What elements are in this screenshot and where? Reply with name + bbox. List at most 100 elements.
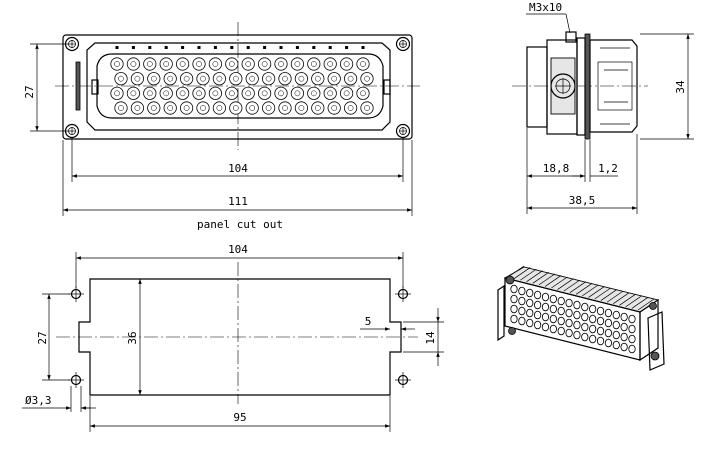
iso-contact-pin (604, 318, 613, 328)
contact-pin (196, 72, 210, 86)
iso-contact-pin (518, 306, 526, 316)
iso-contact-pin (573, 300, 581, 310)
contact-pin-socket (183, 105, 190, 111)
pin-number-mark (230, 46, 234, 49)
contact-pin-socket (183, 75, 190, 82)
pin-number-mark (164, 46, 168, 49)
iso-contact-pin (581, 332, 589, 342)
contact-pin-socket (282, 105, 288, 111)
mounting-hole-icon (395, 372, 411, 388)
contact-pin (126, 57, 140, 71)
iso-contact-pin (541, 312, 550, 322)
contact-pin-socket (163, 90, 170, 97)
panel-cut-out-label: panel cut out (197, 218, 283, 231)
front-height-dim: 27 (23, 85, 36, 98)
contact-pin-socket (200, 75, 206, 82)
iso-contact-pin (518, 296, 526, 306)
contact-pin-socket (314, 75, 321, 82)
contact-pin (307, 86, 321, 100)
contact-pin (180, 72, 194, 86)
pin-number-mark (279, 46, 283, 49)
contact-pin-socket (196, 90, 202, 97)
contact-pin-socket (196, 61, 202, 67)
cutout-height-dim: 36 (126, 331, 139, 344)
connector-isometric-view (497, 265, 665, 371)
housing-rib (557, 278, 574, 290)
iso-contact-pin (533, 300, 542, 310)
side-depth-total-dim: 38,5 (569, 194, 596, 207)
contact-pin-socket (360, 61, 366, 67)
iso-contact-pin (589, 334, 597, 344)
contact-pin-socket (282, 75, 288, 82)
contact-pin-socket (167, 105, 174, 111)
contact-pin (274, 86, 288, 100)
contact-pin-socket (314, 105, 321, 111)
contact-pin (225, 57, 239, 71)
iso-contact-pin (565, 328, 573, 338)
contact-pin (339, 86, 354, 100)
pin-number-mark (197, 46, 201, 49)
iso-contact-pin (612, 340, 620, 350)
contact-pin-socket (249, 105, 256, 111)
iso-contact-pin (510, 284, 518, 294)
iso-contact-pin (541, 322, 550, 332)
iso-contact-pin (549, 324, 557, 334)
contact-pin (307, 57, 321, 71)
iso-contact-pin (510, 304, 518, 314)
contact-pin (147, 72, 161, 86)
contact-pin-socket (134, 75, 141, 82)
iso-contact-pin (612, 320, 620, 330)
pin-number-mark (263, 46, 267, 49)
panel-cutout-view: 104 27 36 5 14 95 Ø3,3 (22, 243, 444, 432)
housing-rib (582, 284, 599, 297)
contact-pin (192, 86, 206, 100)
contact-pin-socket (249, 75, 256, 82)
housing-rib (613, 292, 630, 305)
contact-pin (225, 86, 239, 100)
side-height-dim: 34 (674, 80, 687, 94)
housing-rib (606, 290, 624, 303)
iso-contact-pin (628, 314, 636, 324)
housing-rib (600, 289, 618, 301)
contact-pin-socket (232, 105, 239, 111)
screw-icon (395, 123, 411, 139)
iso-contact-pin (526, 308, 534, 318)
iso-contact-pin (557, 316, 565, 326)
contact-pin-socket (265, 105, 272, 111)
contact-pin-socket (216, 105, 223, 111)
iso-contact-pin (526, 288, 534, 298)
contact-pin (212, 72, 226, 86)
contact-pin-socket (245, 90, 252, 97)
contact-pin-socket (278, 61, 284, 67)
pin-number-mark (148, 46, 152, 49)
contact-pin-socket (327, 61, 334, 67)
iso-contact-pin (549, 314, 557, 324)
iso-contact-pin (612, 330, 620, 340)
contact-pin (278, 101, 292, 115)
contact-pin-socket (146, 61, 153, 67)
contact-pin-socket (331, 105, 338, 111)
contact-pin (339, 57, 354, 71)
contact-pin-socket (130, 61, 137, 67)
contact-pin (323, 86, 337, 100)
iso-contact-pins (510, 284, 636, 354)
housing-rib (625, 295, 642, 308)
hole-diameter-dim: Ø3,3 (25, 394, 52, 407)
pin-number-mark (345, 46, 349, 49)
contact-pin (196, 101, 210, 115)
housing-rib (588, 286, 605, 298)
contact-pin-socket (331, 75, 338, 82)
contact-pin-socket (310, 90, 317, 97)
contact-pin (257, 57, 272, 71)
contact-pin (176, 86, 190, 100)
iso-contact-pin (557, 296, 565, 306)
contact-pin-socket (228, 90, 235, 97)
contact-pin (159, 57, 173, 71)
contact-pin (130, 101, 144, 115)
iso-contact-pin (596, 336, 605, 346)
contact-pin (163, 101, 177, 115)
housing-rib (526, 270, 543, 283)
contact-pin (290, 57, 304, 71)
iso-contact-pin (612, 310, 620, 320)
cutout-width-bottom-dim: 95 (233, 411, 246, 424)
